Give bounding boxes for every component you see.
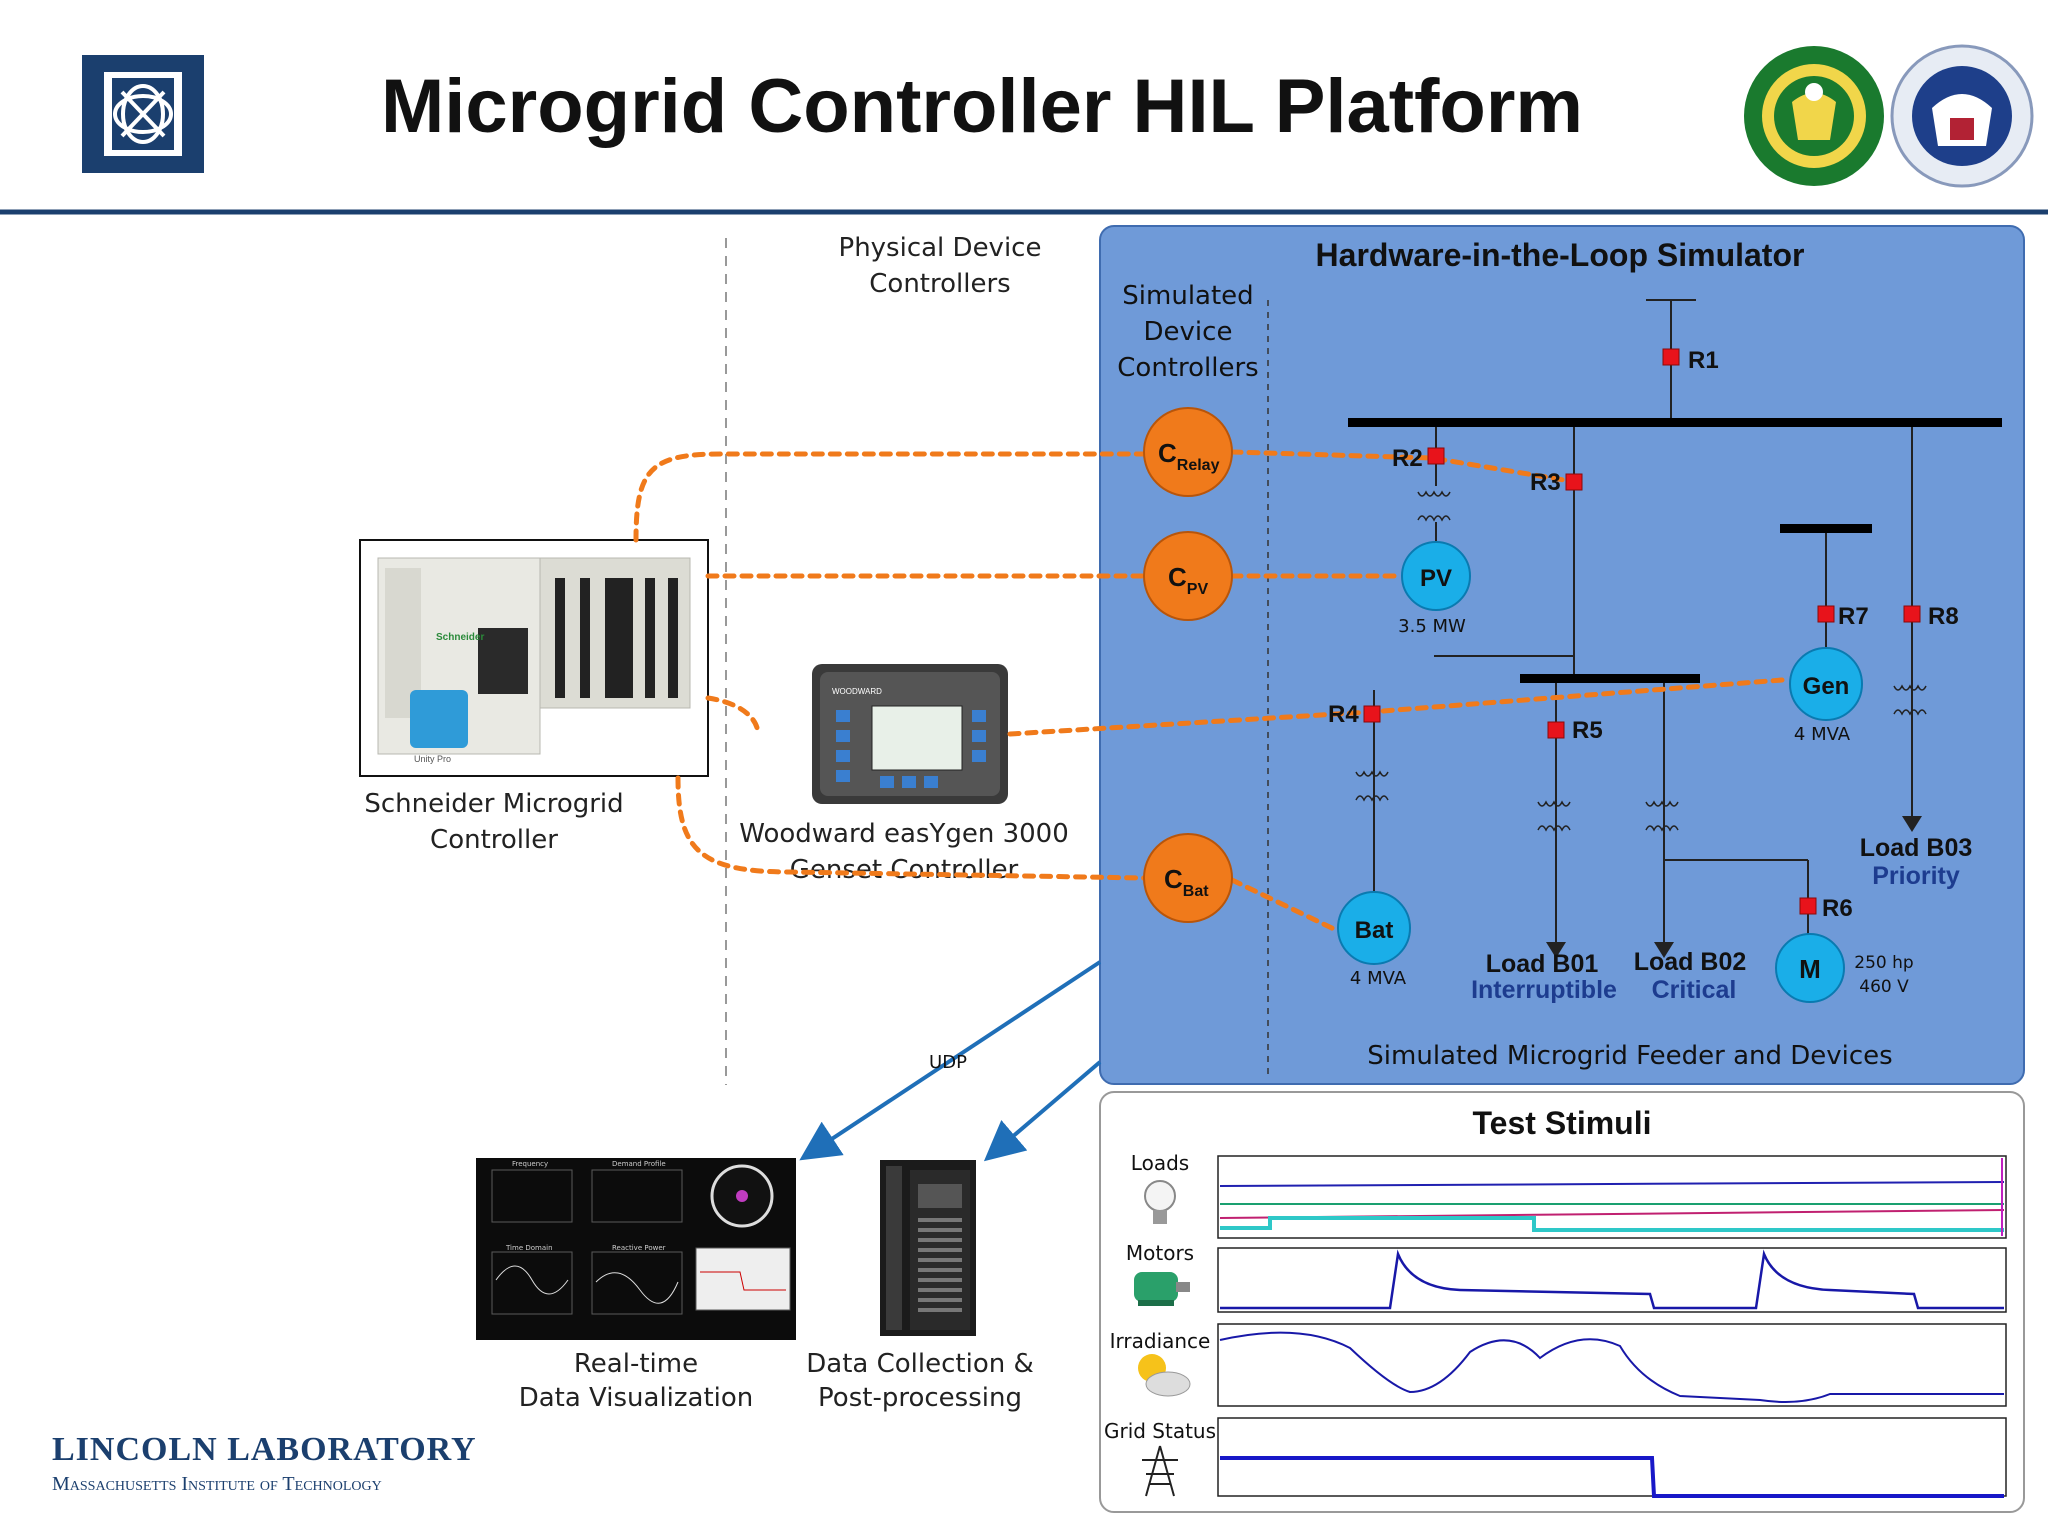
realtime-visualization-image: Frequency Demand Profile Time Domain Rea… xyxy=(476,1158,796,1340)
c-pv-letter: C xyxy=(1168,562,1187,592)
pv-label: PV xyxy=(1420,565,1452,592)
woodward-label-1: Woodward easYgen 3000 xyxy=(739,819,1068,849)
relay-r1: R1 xyxy=(1688,347,1719,374)
stim-irradiance-label: Irradiance xyxy=(1110,1329,1211,1353)
hil-title: Hardware-in-the-Loop Simulator xyxy=(1316,237,1805,273)
schneider-controller-image: Schneider Unity Pro xyxy=(359,539,709,777)
schneider-label-2: Controller xyxy=(430,825,558,855)
load-b03-label: Load B03 xyxy=(1860,834,1973,862)
relay-r7: R7 xyxy=(1838,603,1869,630)
relay-r2: R2 xyxy=(1392,445,1423,472)
relay-r6: R6 xyxy=(1822,895,1853,922)
relay-markers xyxy=(1363,348,1921,915)
viz-frequency-title: Frequency xyxy=(512,1160,548,1168)
load-b02-label: Load B02 xyxy=(1634,948,1747,976)
mit-subtitle: Massachusetts Institute of Technology xyxy=(52,1473,382,1495)
page-title: Microgrid Controller HIL Platform xyxy=(381,64,1583,149)
bat-device: Bat 4 MVA xyxy=(1337,891,1411,989)
load-arrow-icons xyxy=(1546,816,1922,958)
stim-motors-label: Motors xyxy=(1126,1241,1194,1265)
load-b02-type: Critical xyxy=(1652,976,1737,1004)
transformer-icons xyxy=(1355,490,1927,832)
pv-device: PV 3.5 MW xyxy=(1398,541,1471,637)
bat-rating: 4 MVA xyxy=(1350,968,1407,989)
load-b03-type: Priority xyxy=(1872,862,1960,890)
dhs-seal-icon xyxy=(1890,44,2034,188)
c-relay-letter: C xyxy=(1158,438,1177,468)
dc-label-2: Post-processing xyxy=(818,1383,1022,1413)
physical-label-1: Physical Device xyxy=(839,233,1042,263)
relay-r4: R4 xyxy=(1328,701,1359,728)
gen-label: Gen xyxy=(1803,673,1850,700)
dc-label-1: Data Collection & xyxy=(806,1349,1034,1379)
sim-label-3: Controllers xyxy=(1117,353,1258,383)
unity-pro-text: Unity Pro xyxy=(414,754,451,764)
motors-trace xyxy=(1220,1249,2004,1310)
gen-device: Gen 4 MVA xyxy=(1789,647,1863,745)
c-bat-node: CBat xyxy=(1143,833,1233,923)
lincoln-lab-title: LINCOLN LABORATORY xyxy=(52,1431,477,1468)
schneider-label-1: Schneider Microgrid xyxy=(364,789,623,819)
physical-label-2: Controllers xyxy=(869,269,1010,299)
stim-grid-status-label: Grid Status xyxy=(1104,1419,1216,1443)
viz-label-2: Data Visualization xyxy=(519,1383,754,1413)
c-bat-sub: Bat xyxy=(1183,883,1209,900)
c-relay-sub: Relay xyxy=(1177,457,1220,474)
relay-r3: R3 xyxy=(1530,469,1561,496)
sim-label-1: Simulated xyxy=(1122,281,1253,311)
c-pv-node: CPV xyxy=(1143,531,1233,621)
gen-rating: 4 MVA xyxy=(1794,724,1851,745)
doe-seal-icon xyxy=(1744,46,1884,186)
motor-icon xyxy=(1134,1272,1190,1306)
motor-label: M xyxy=(1799,954,1821,984)
woodward-controller-image: WOODWARD xyxy=(812,664,1008,804)
svg-text:CBat: CBat xyxy=(1164,864,1209,900)
relay-r5: R5 xyxy=(1572,717,1603,744)
hil-footer: Simulated Microgrid Feeder and Devices xyxy=(1367,1041,1892,1071)
stimuli-plot-frames xyxy=(1217,1155,2007,1497)
schneider-logo-text: Schneider xyxy=(436,632,484,643)
motor-rating-1: 250 hp xyxy=(1854,953,1913,973)
viz-reactive-title: Reactive Power xyxy=(612,1244,666,1252)
svg-text:CPV: CPV xyxy=(1168,562,1208,598)
grid-status-trace xyxy=(1220,1456,2004,1498)
udp-label: UDP xyxy=(929,1052,967,1073)
mit-ll-logo xyxy=(82,55,204,173)
woodward-brand-text: WOODWARD xyxy=(832,687,882,696)
stim-loads-label: Loads xyxy=(1131,1151,1189,1175)
viz-demand-title: Demand Profile xyxy=(612,1160,666,1168)
woodward-label-2: Genset Controller xyxy=(790,855,1019,885)
svg-text:CRelay: CRelay xyxy=(1158,438,1220,474)
sun-cloud-icon xyxy=(1138,1354,1191,1397)
loads-traces xyxy=(1219,1158,2005,1236)
bus-bars xyxy=(1348,418,2002,683)
server-rack-image xyxy=(880,1160,976,1336)
bat-label: Bat xyxy=(1355,917,1394,944)
viz-label-1: Real-time xyxy=(574,1349,698,1379)
sim-label-2: Device xyxy=(1144,317,1233,347)
relay-r8: R8 xyxy=(1928,603,1959,630)
c-relay-node: CRelay xyxy=(1143,407,1233,497)
test-stimuli-title: Test Stimuli xyxy=(1473,1105,1652,1141)
viz-time-domain-title: Time Domain xyxy=(505,1244,553,1252)
load-b01-label: Load B01 xyxy=(1486,950,1599,978)
c-pv-sub: PV xyxy=(1187,581,1209,598)
pv-rating: 3.5 MW xyxy=(1398,616,1466,637)
c-bat-letter: C xyxy=(1164,864,1183,894)
motor-rating-2: 460 V xyxy=(1859,977,1909,997)
lightbulb-icon xyxy=(1144,1180,1176,1224)
transmission-tower-icon xyxy=(1142,1445,1178,1497)
motor-device: M 250 hp 460 V xyxy=(1775,933,1914,1003)
irradiance-trace xyxy=(1219,1331,2004,1403)
load-b01-type: Interruptible xyxy=(1471,976,1617,1004)
udp-arrows xyxy=(799,960,1102,1162)
